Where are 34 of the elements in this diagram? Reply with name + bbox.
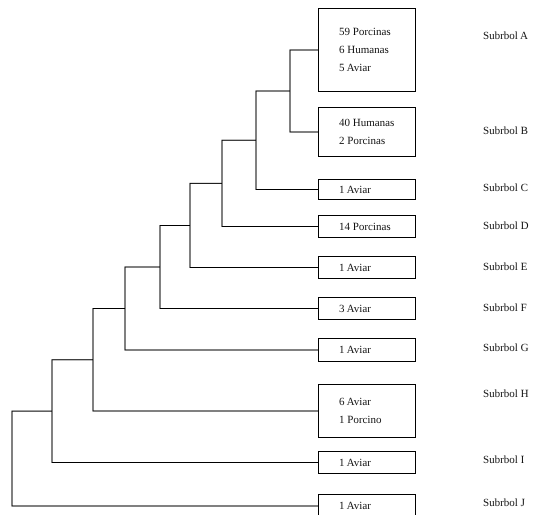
count-label: 1 Aviar [339, 182, 372, 198]
leaf-box [318, 451, 416, 474]
subtree-label: Subrbol D [483, 220, 529, 232]
subtree-label: Subrbol G [483, 342, 529, 354]
subtree-label: Subrbol B [483, 125, 528, 137]
subtree-label: Subrbol F [483, 302, 527, 314]
leaf-box [318, 107, 416, 157]
count-label: 40 Humanas [339, 116, 396, 131]
leaf-box [318, 215, 416, 238]
subtree-label: Subrbol J [483, 497, 525, 509]
count-label: 14 Porcinas [339, 220, 392, 234]
subtree-label: Subrbol I [483, 454, 524, 466]
leaf-box [318, 256, 416, 279]
leaf-box [318, 297, 416, 320]
subtree-label: Subrbol E [483, 261, 528, 273]
leaf-box [318, 179, 416, 200]
count-label: 2 Porcinas [339, 134, 386, 149]
leaf-box [318, 384, 416, 438]
count-label: 1 Aviar [339, 456, 372, 470]
subtree-label: Subrbol A [483, 30, 528, 42]
subtree-label: Subrbol H [483, 388, 529, 400]
count-label: 5 Aviar [339, 61, 372, 76]
leaf-box [318, 494, 416, 515]
count-label: 6 Aviar [339, 395, 372, 410]
count-label: 1 Aviar [339, 343, 372, 358]
count-label: 3 Aviar [339, 302, 372, 316]
leaf-box [318, 8, 416, 92]
count-label: 1 Aviar [339, 498, 372, 514]
leaf-box [318, 338, 416, 362]
subtree-label: Subrbol C [483, 182, 528, 194]
count-label: 1 Aviar [339, 260, 372, 276]
count-label: 6 Humanas [339, 43, 390, 58]
count-label: 1 Porcino [339, 413, 382, 428]
count-label: 59 Porcinas [339, 25, 392, 40]
